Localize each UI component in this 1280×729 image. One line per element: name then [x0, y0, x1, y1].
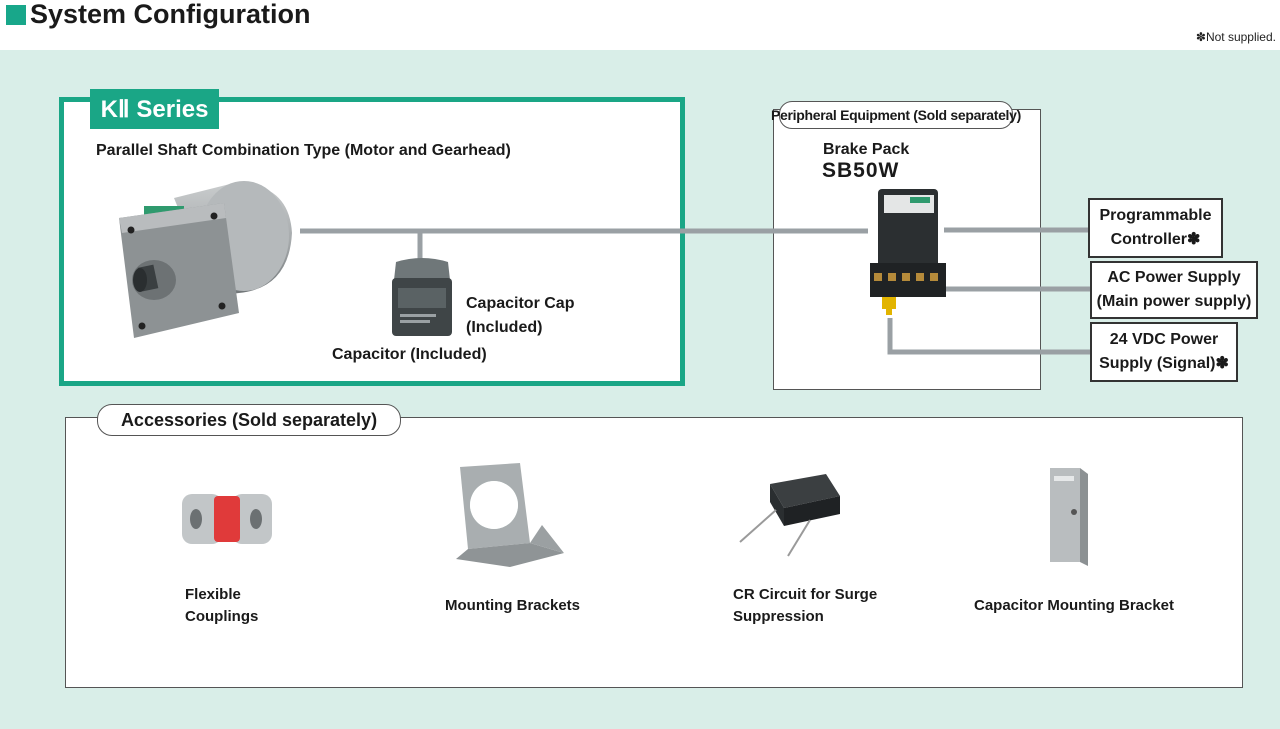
- cr-circuit-label: CR Circuit for Surge Suppression: [733, 584, 877, 628]
- capacitor-mounting-bracket-label: Capacitor Mounting Bracket: [974, 595, 1174, 617]
- capacitor-cap-label: Capacitor Cap (Included): [466, 292, 574, 340]
- capacitor-mounting-bracket-line1: Capacitor Mounting Bracket: [974, 597, 1175, 614]
- programmable-controller-line1: Programmable: [1099, 207, 1212, 224]
- accessories-box: [65, 417, 1243, 688]
- brake-pack-model: SB50W: [822, 159, 900, 182]
- capacitor-bracket-icon: [1050, 468, 1088, 566]
- cr-circuit-line1: CR Circuit for Surge: [733, 586, 878, 603]
- capacitor-cap-line2: (Included): [466, 319, 543, 336]
- signal-line: [887, 318, 1090, 355]
- ac-power-supply-line2: (Main power supply): [1096, 293, 1252, 310]
- flexible-couplings-line2: Couplings: [185, 608, 259, 625]
- ac-power-supply-line1: AC Power Supply: [1107, 269, 1241, 286]
- coupling-icon: [182, 494, 272, 544]
- mounting-brackets-line1: Mounting Brackets: [445, 597, 581, 614]
- ac-power-supply-box: AC Power Supply (Main power supply): [1090, 261, 1258, 319]
- programmable-controller-line2: Controller✽: [1110, 231, 1201, 248]
- series-subtitle: Parallel Shaft Combination Type (Motor a…: [96, 142, 511, 159]
- motor-gearhead-icon: [119, 181, 292, 338]
- brake-pack-label: Brake Pack: [823, 141, 910, 158]
- dc-power-supply-line1: 24 VDC Power: [1109, 331, 1219, 348]
- cr-circuit-line2: Suppression: [733, 608, 824, 625]
- dc-power-supply-line2: Supply (Signal)✽: [1099, 355, 1229, 372]
- dc-power-supply-box: 24 VDC Power Supply (Signal)✽: [1090, 322, 1238, 382]
- page-title: System Configuration: [30, 0, 311, 29]
- bracket-icon: [456, 463, 564, 567]
- capacitor-cap-line1: Capacitor Cap: [466, 295, 575, 312]
- programmable-controller-box: Programmable Controller✽: [1088, 198, 1223, 258]
- title-marker: [6, 5, 26, 25]
- cr-circuit-icon: [739, 474, 840, 557]
- not-supplied-note: ✽Not supplied.: [1195, 30, 1276, 44]
- series-tab: KⅡ Series: [90, 89, 219, 129]
- flexible-couplings-label: Flexible Couplings: [185, 584, 258, 628]
- accessories-tab: Accessories (Sold separately): [97, 404, 401, 436]
- brake-pack-icon: [870, 189, 946, 315]
- capacitor-icon: [392, 258, 452, 336]
- flexible-couplings-line1: Flexible: [185, 586, 241, 603]
- peripheral-tab: Peripheral Equipment (Sold separately): [771, 101, 1021, 129]
- mounting-brackets-label: Mounting Brackets: [445, 595, 580, 617]
- capacitor-label: Capacitor (Included): [332, 346, 487, 363]
